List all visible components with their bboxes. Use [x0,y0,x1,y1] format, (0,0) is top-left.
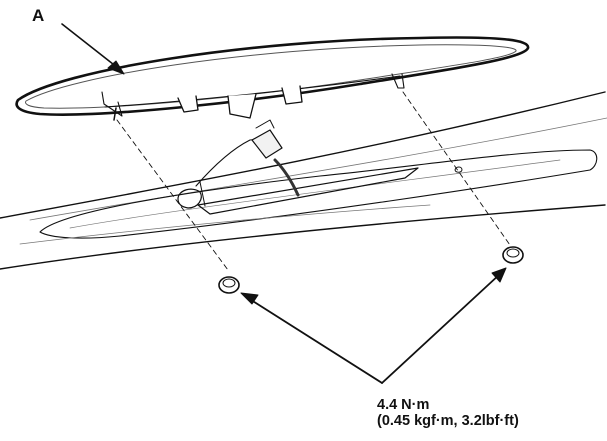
callout-a-leader [61,23,125,75]
mount-bracket-2 [199,181,206,207]
torque-leaders [240,267,507,384]
grommet-hole-right [454,166,463,173]
nuts [218,246,524,294]
torque-secondary: (0.45 kgf·m, 3.2lbf·ft) [377,413,519,429]
callout-a-line [61,23,119,69]
mount-outline [197,167,419,215]
torque-specification: 4.4 N·m (0.45 kgf·m, 3.2lbf·ft) [377,397,519,429]
spoiler-recess-outer [39,149,598,239]
light-housing-inner [25,44,517,109]
torque-arrowhead-left [240,292,259,305]
clip-2 [227,93,257,119]
torque-leader-right [381,273,501,384]
light-housing-outer [15,36,530,116]
clip-3 [281,85,303,105]
callout-letter-a: A [32,6,45,25]
spoiler-upper-edge [0,91,606,219]
spoiler-lower-edge [0,204,606,270]
alignment-lines [116,91,513,271]
light-base [104,75,401,108]
mounting-area [177,119,463,215]
spoiler-body [0,91,607,270]
stud-right [391,73,405,89]
connector-detail [255,119,275,129]
wiring-harness [273,158,300,197]
high-mount-brake-light [15,36,530,121]
mount-bracket [195,137,271,187]
torque-primary: 4.4 N·m [377,397,430,413]
connector [251,129,283,159]
alignment-line-right [402,91,513,249]
spoiler-upper-edge-inner [29,117,607,221]
spoiler-recess-inner [69,159,561,229]
callout-a-arrowhead [107,60,125,75]
nut-right [502,246,524,264]
grommet-hole-left [177,188,202,209]
nut-left [218,276,240,294]
alignment-line-left [116,119,229,271]
stud-left [101,91,123,117]
spoiler-front-line [19,204,431,245]
torque-arrowhead-right [491,267,507,283]
clip-1 [177,95,199,113]
stud-left-tip [113,107,117,121]
torque-leader-left [247,297,383,384]
